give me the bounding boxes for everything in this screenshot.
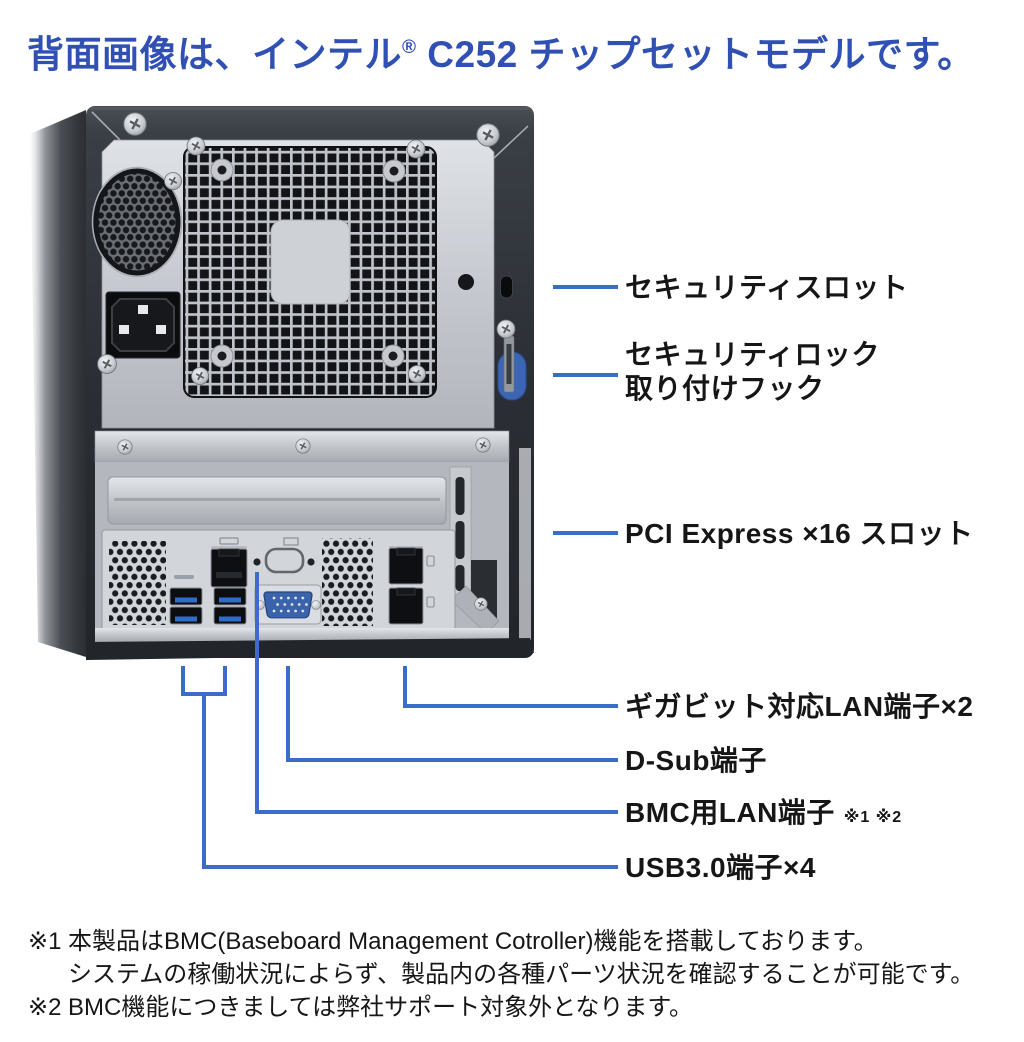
footnote-2-line-1: ※2 BMC機能につきましては弊社サポート対象外となります。 [28, 991, 974, 1024]
chassis-crossbar [94, 430, 510, 463]
footnote-1-text-2: システムの稼働状況によらず、製品内の各種パーツ状況を確認することが可能です。 [68, 961, 975, 988]
chassis-bottom [86, 628, 534, 660]
footnote-1-marker: ※1 [28, 928, 62, 955]
callout-label-security-slot: セキュリティスロット [625, 272, 909, 303]
psu-vent-icon [91, 166, 183, 278]
callout-label-bmc-lan: BMC用LAN端子 ※1 ※2 [625, 796, 902, 835]
io-vent-left-icon [109, 541, 166, 625]
fan-grille-icon [183, 146, 437, 398]
page-title: 背面画像は、インテル® C252 チップセットモデルです。 [27, 24, 975, 78]
io-vent-mid-icon [322, 538, 373, 626]
chassis-side-panel [30, 110, 86, 657]
leader-gigabit-lan [403, 666, 618, 708]
callout-label-security-lock-hook-line1: セキュリティロック [625, 339, 880, 370]
d-sub-port-icon [254, 584, 322, 625]
leader-lines [181, 285, 618, 869]
callout-label-d-sub: D-Sub端子 [625, 745, 767, 776]
footnote-1-text: 本製品はBMC(Baseboard Management Cotroller)機… [68, 928, 878, 955]
callout-label-pci-express-slot: PCI Express ×16 スロット [625, 518, 974, 549]
page-title-text: 背面画像は、インテル [27, 34, 402, 75]
leader-usb-bracket [181, 666, 227, 696]
page-title-text-2: C252 チップセットモデルです。 [416, 34, 975, 75]
callout-label-usb3: USB3.0端子×4 [625, 852, 816, 883]
psu-panel [91, 139, 495, 429]
registered-trademark-symbol: ® [402, 37, 417, 58]
callout-label-gigabit-lan: ギガビット対応LAN端子×2 [625, 691, 974, 722]
security-slot-icon [458, 274, 513, 299]
leader-usb [202, 694, 618, 869]
expansion-area [95, 448, 531, 640]
ac-inlet-icon [105, 291, 181, 359]
callout-label-security-lock-hook-line2: 取り付けフック [625, 373, 825, 404]
callout-bmc-note-refs: ※1 ※2 [843, 809, 903, 826]
leader-d-sub [286, 666, 618, 762]
footnote-2-marker: ※2 [28, 994, 62, 1021]
leader-bmc-lan [255, 572, 618, 814]
bmc-lan-port-icon [210, 537, 248, 588]
gigabit-lan-ports-icon [388, 546, 435, 625]
security-lock-hook-icon [497, 335, 527, 401]
footnote-1-line-1: ※1 本製品はBMC(Baseboard Management Cotrolle… [28, 925, 974, 958]
callout-label-bmc-lan-text: BMC用LAN端子 [625, 797, 835, 828]
usb3-ports-icon [169, 575, 247, 625]
footnotes: ※1 本製品はBMC(Baseboard Management Cotrolle… [28, 925, 974, 1024]
serial-knockout-icon [264, 547, 305, 574]
footnote-1-line-2: システムの稼働状況によらず、製品内の各種パーツ状況を確認することが可能です。 [28, 958, 974, 991]
callout-label-security-lock-hook: セキュリティロック 取り付けフック [625, 338, 880, 406]
footnote-2-text: BMC機能につきましては弊社サポート対象外となります。 [68, 994, 694, 1021]
io-panel [101, 529, 456, 631]
